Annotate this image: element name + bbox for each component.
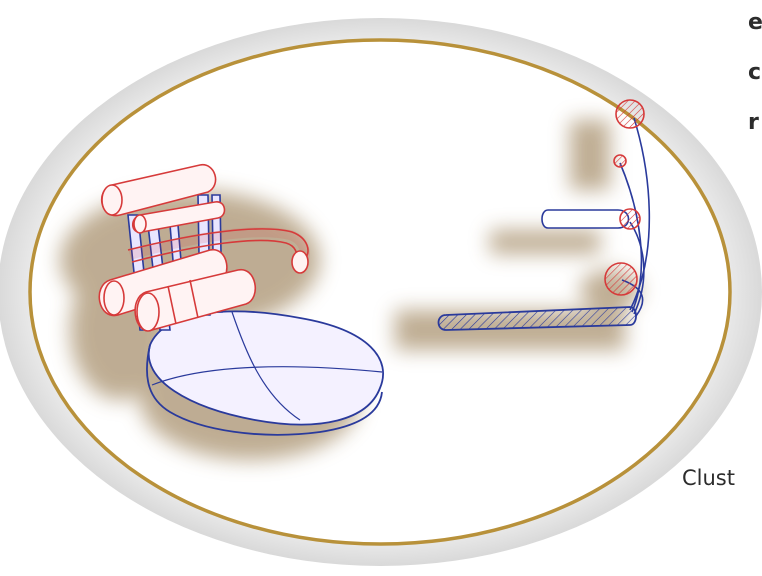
- side-text-line-1: e: [748, 10, 762, 35]
- flat-armrest: [542, 210, 629, 228]
- side-text-line-2: c: [748, 60, 762, 85]
- caption-text: Clust: [682, 466, 735, 490]
- side-text-line-3: r: [748, 110, 760, 135]
